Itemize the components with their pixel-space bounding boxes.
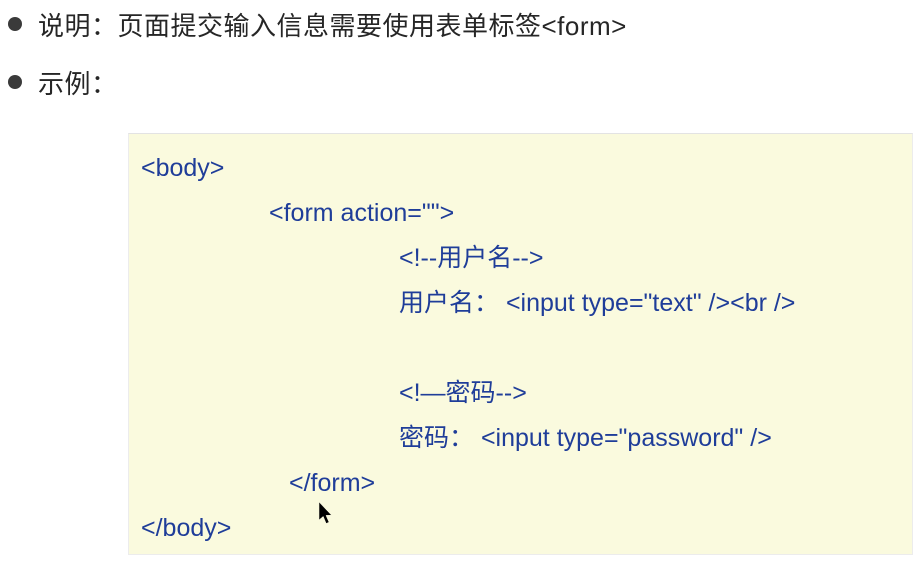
code-line-form-close: </form> xyxy=(289,469,376,497)
code-line-input-username: 用户名： <input type="text" /><br /> xyxy=(399,289,796,317)
bullet-text-description: 说明：页面提交输入信息需要使用表单标签<form> xyxy=(38,10,627,41)
bullet-dot-icon xyxy=(8,75,22,89)
code-line-blank xyxy=(141,326,912,371)
code-line-comment-username: <!--用户名--> xyxy=(399,244,544,272)
bullet-dot-icon xyxy=(8,17,22,31)
bullet-item-description: 说明：页面提交输入信息需要使用表单标签<form> xyxy=(8,6,627,42)
bullet-item-example: 示例： xyxy=(8,64,627,100)
code-line-body-open: <body> xyxy=(141,154,225,182)
code-line-body-close: </body> xyxy=(141,514,232,542)
bullet-list: 说明：页面提交输入信息需要使用表单标签<form> 示例： xyxy=(8,6,627,122)
code-line-form-open: <form action=""> xyxy=(269,199,455,227)
mouse-cursor-icon xyxy=(318,502,333,524)
code-line-comment-password: <!—密码--> xyxy=(399,379,527,407)
code-line-input-password: 密码： <input type="password" /> xyxy=(399,424,772,452)
bullet-text-example: 示例： xyxy=(38,68,118,99)
code-example-box: <body> <form action=""> <!--用户名--> 用户名： … xyxy=(128,133,913,555)
